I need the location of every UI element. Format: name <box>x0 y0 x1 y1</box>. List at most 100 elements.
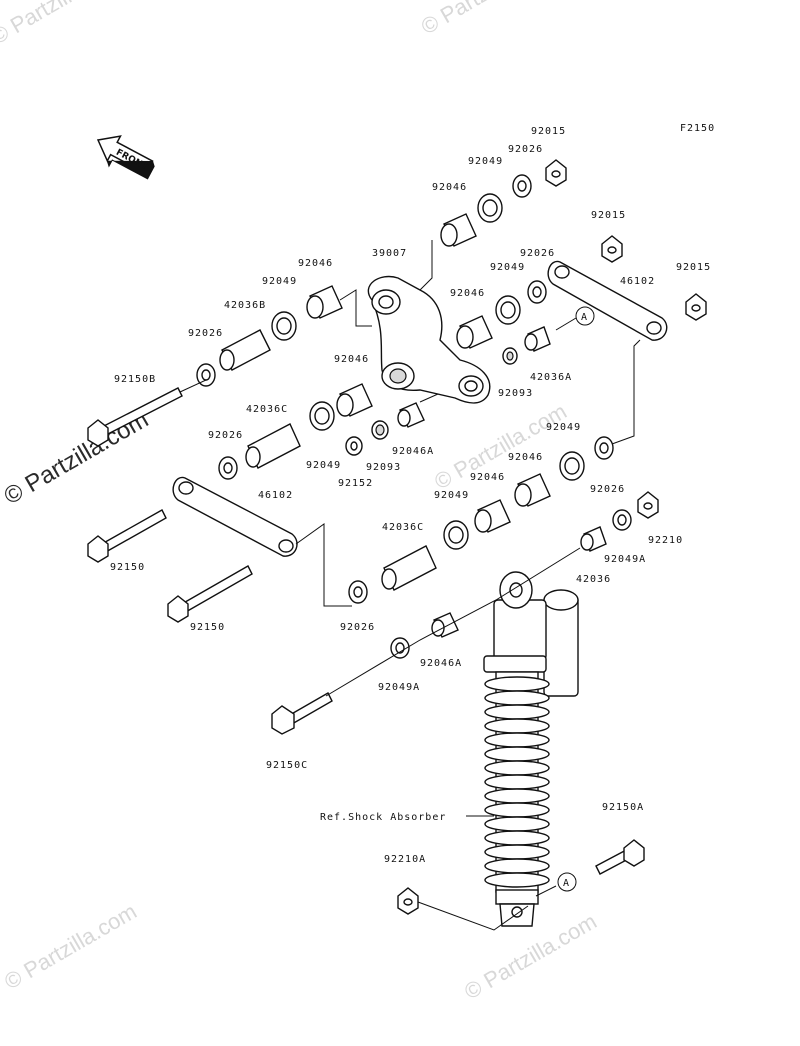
sleeve-42036B <box>219 329 271 371</box>
label-92015-a: 92015 <box>531 126 566 137</box>
seal-92049-a <box>477 193 503 223</box>
label-92046-f: 92046 <box>470 472 505 483</box>
rocker-arm-39007 <box>367 275 491 404</box>
callout-a-upper: A <box>575 306 595 326</box>
label-92049-b: 92049 <box>490 262 525 273</box>
tie-rod-46102-upper <box>547 260 668 341</box>
label-92049-e: 92049 <box>546 422 581 433</box>
nut-92015-c <box>685 293 707 321</box>
shock-absorber <box>483 571 579 927</box>
label-92049A-a: 92049A <box>604 554 646 565</box>
seal-92049A-a <box>612 509 632 531</box>
watermark-top-right: © Partzilla.com <box>417 0 558 39</box>
oring-92093-a <box>502 347 518 365</box>
part-labels: 92015 92026 92049 92046 92015 92015 3900… <box>110 126 711 865</box>
spring-coil <box>484 774 550 790</box>
label-92046-e: 92046 <box>508 452 543 463</box>
washer-92152 <box>345 436 363 456</box>
label-92026-c: 92026 <box>188 328 223 339</box>
label-92150B: 92150B <box>114 374 156 385</box>
label-92150A: 92150A <box>602 802 644 813</box>
label-92093-b: 92093 <box>366 462 401 473</box>
diagram-code: F2150 <box>680 123 715 134</box>
bolt-92150-b <box>167 565 253 623</box>
washer-92026-a <box>512 174 532 198</box>
label-92049A-b: 92049A <box>378 682 420 693</box>
bearing-92046A-b <box>431 612 459 638</box>
leader-lines <box>179 240 641 931</box>
tie-rod-46102-lower <box>172 476 298 557</box>
bearing-92046-c <box>456 315 493 349</box>
label-92026-b: 92026 <box>520 248 555 259</box>
callout-a-lower: A <box>557 872 577 892</box>
spring-coil <box>484 746 550 762</box>
seal-92049A-b <box>390 637 410 659</box>
label-92026-a: 92026 <box>508 144 543 155</box>
label-92046-b: 92046 <box>298 258 333 269</box>
seal-92049-d <box>309 401 335 431</box>
shock-spring <box>484 676 550 888</box>
spring-coil <box>484 844 550 860</box>
label-92026-e: 92026 <box>590 484 625 495</box>
washer-92026-e <box>594 436 614 460</box>
spring-coil <box>484 816 550 832</box>
watermark-bottom-left: © Partzilla.com <box>0 899 141 995</box>
label-92015-c: 92015 <box>676 262 711 273</box>
label-42036B: 42036B <box>224 300 266 311</box>
label-92046-c: 92046 <box>450 288 485 299</box>
label-46102-a: 46102 <box>620 276 655 287</box>
label-92046-a: 92046 <box>432 182 467 193</box>
label-92046-d: 92046 <box>334 354 369 365</box>
label-92046A-b: 92046A <box>420 658 462 669</box>
watermark-top-left: © Partzilla.com <box>0 0 128 49</box>
bolt-92150-a <box>87 509 167 563</box>
seal-92049-b <box>495 295 521 325</box>
bearing-92046-b <box>306 285 343 319</box>
label-92152: 92152 <box>338 478 373 489</box>
spring-coil <box>484 704 550 720</box>
label-92150C: 92150C <box>266 760 308 771</box>
oring-92093-b <box>371 420 389 440</box>
label-39007: 39007 <box>372 248 407 259</box>
seal-92049-f <box>443 520 469 550</box>
spring-coil <box>484 872 550 888</box>
washer-92026-f <box>348 580 368 604</box>
label-92049-d: 92049 <box>306 460 341 471</box>
nut-92015-a <box>545 159 567 187</box>
svg-text:A: A <box>563 878 570 889</box>
label-92049-c: 92049 <box>262 276 297 287</box>
washer-92026-b <box>527 280 547 304</box>
spring-coil <box>484 760 550 776</box>
label-92046A-a: 92046A <box>392 446 434 457</box>
bearing-92046-f <box>474 499 511 533</box>
collar-42036A <box>524 326 551 352</box>
label-92026-d: 92026 <box>208 430 243 441</box>
spring-coil <box>484 802 550 818</box>
spring-coil <box>484 718 550 734</box>
label-ref-shock-absorber: Ref.Shock Absorber <box>320 812 446 823</box>
label-46102-b: 46102 <box>258 490 293 501</box>
label-92093-a: 92093 <box>498 388 533 399</box>
front-arrow-icon: FRONT <box>96 135 155 180</box>
spring-coil <box>484 676 550 692</box>
label-92026-f: 92026 <box>340 622 375 633</box>
washer-92026-d <box>218 456 238 480</box>
spring-coil <box>484 830 550 846</box>
label-92049-a: 92049 <box>468 156 503 167</box>
label-92210A: 92210A <box>384 854 426 865</box>
label-92015-b: 92015 <box>591 210 626 221</box>
bearing-92046-e <box>514 473 551 507</box>
bolt-92150A <box>595 839 645 875</box>
nut-92015-b <box>601 235 623 263</box>
label-42036C-a: 42036C <box>246 404 288 415</box>
collar-42036 <box>580 526 607 552</box>
seal-92049-e <box>559 451 585 481</box>
label-42036A: 42036A <box>530 372 572 383</box>
label-42036C-b: 42036C <box>382 522 424 533</box>
svg-text:A: A <box>581 312 588 323</box>
bolt-92150C <box>271 692 333 735</box>
label-92150-a: 92150 <box>110 562 145 573</box>
bearing-92046-a <box>440 213 477 247</box>
sleeve-42036C-a <box>245 423 301 469</box>
